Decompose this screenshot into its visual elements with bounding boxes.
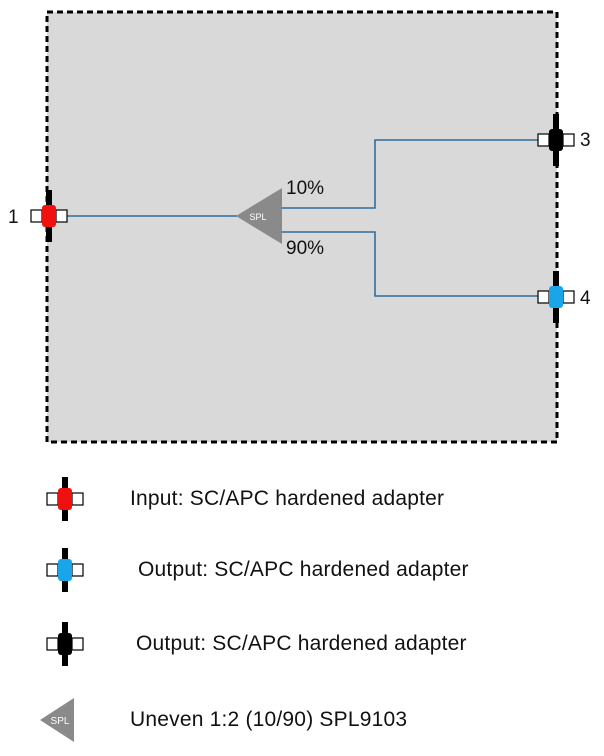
port-1-adapter [30,190,68,242]
port-3-number: 3 [580,130,591,151]
legend-text-input: Input: SC/APC hardened adapter [130,487,445,510]
legend-item-output-black: Output: SC/APC hardened adapter [0,620,604,668]
splitter: SPL [236,188,282,244]
splitter-triangle [236,188,282,244]
port-4-adapter [537,271,575,323]
red-adapter-icon [46,477,84,521]
legend-item-input: Input: SC/APC hardened adapter [0,475,604,523]
legend-text-splitter: Uneven 1:2 (10/90) SPL9103 [130,708,408,731]
legend-item-splitter: SPL Uneven 1:2 (10/90) SPL9103 [0,696,604,744]
enclosure-box [45,10,559,444]
legend-splitter-label: SPL [51,716,70,727]
legend-text-output-black: Output: SC/APC hardened adapter [136,632,467,655]
splitter-label: SPL [249,212,266,222]
black-adapter-icon [46,622,84,666]
blue-adapter-icon [46,548,84,592]
port-4-number: 4 [580,288,591,309]
output-10-label: 10% [286,178,324,199]
fiber-10-percent [280,139,550,209]
legend-item-output-blue: Output: SC/APC hardened adapter [0,546,604,594]
fiber-90-percent [280,231,550,297]
legend-text-output-blue: Output: SC/APC hardened adapter [138,558,469,581]
port-3-adapter [537,114,575,166]
port-1-number: 1 [8,207,19,228]
output-90-label: 90% [286,238,324,259]
splitter-icon: SPL [40,698,74,742]
fiber-lines [60,139,550,297]
